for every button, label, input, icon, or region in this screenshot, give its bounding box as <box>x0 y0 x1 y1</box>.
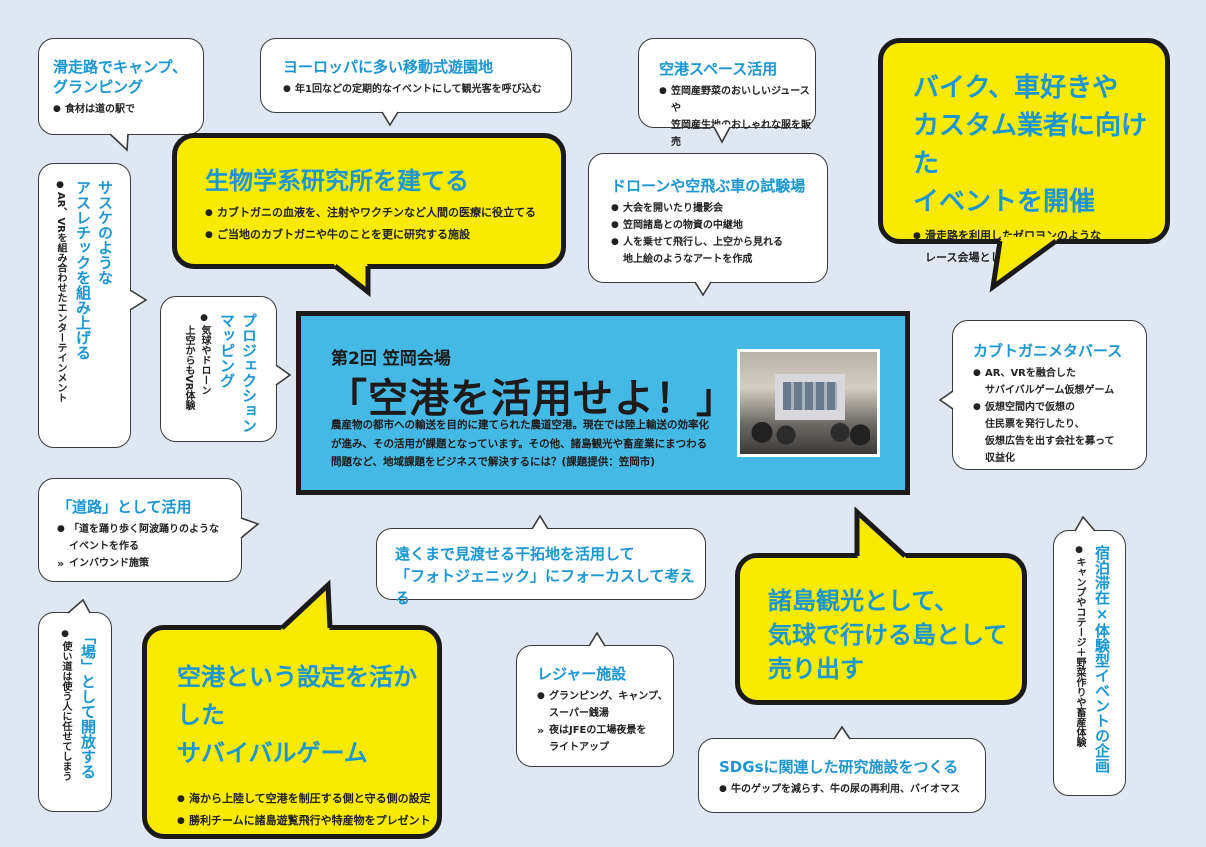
bullet-item: 笠岡産野菜のおいしいジュースや 笠岡産生地のおしゃれな服を販売 <box>659 83 815 151</box>
bubble-title: プロジェクション マッピング <box>218 313 258 433</box>
bubble-title: 滑走路でキャンプ、 グランピング <box>53 58 188 96</box>
bullet-item: 人を乗せて飛行し、上空から見れる 地上絵のようなアートを作成 <box>611 234 827 268</box>
bullet-item: 気球やドローン 上空からもVR体験 <box>180 313 212 441</box>
bubble-europe: ヨーロッパに多い移動式遊園地 年1回などの定期的なイベントにして観光客を呼び込む <box>260 38 572 113</box>
bullet-item: 使い道は使う人に任せてしまう <box>57 629 73 811</box>
bubble-leisure: レジャー施設 グランピング、キャンプ、 スーパー銭湯夜はJFEの工場夜景を ライ… <box>516 645 674 767</box>
bubble-bike: バイク、車好きや カスタム業者に向けた イベントを開催 滑走路を利用したゼロヨン… <box>878 38 1170 264</box>
bullet-item: AR、VRを融合した サバイバルゲーム仮想ゲーム <box>973 365 1146 399</box>
bubble-title: 諸島観光として、 気球で行ける島として 売り出す <box>768 587 1008 683</box>
bullet-item: 勝利チームに諸島遊覧飛行や特産物をプレゼント <box>177 810 437 832</box>
bubble-title: ドローンや空飛ぶ車の試験場 <box>611 177 806 195</box>
arrow-item: インバウンド施策 <box>57 555 241 572</box>
bullet-item: 海から上陸して空港を制圧する側と守る側の設定 <box>177 788 437 810</box>
bubble-title: 空港という設定を活かした サバイバルゲーム <box>177 663 417 767</box>
bubble-drone: ドローンや空飛ぶ車の試験場 大会を開いたり撮影会笠岡諸島との物資の中継地人を乗せ… <box>588 153 828 283</box>
bullet-item: カブトガニの血液を、注射やワクチンなど人間の医療に役立てる <box>205 202 561 224</box>
bullet-item: 食材は道の駅で <box>53 101 203 118</box>
bubble-space: 空港スペース活用 笠岡産野菜のおいしいジュースや 笠岡産生地のおしゃれな服を販売 <box>638 38 816 148</box>
central-panel: 第2回 笠岡会場 「空港を活用せよ！」 農産物の都市への輸送を目的に建てられた農… <box>296 311 910 495</box>
bubble-title: 遠くまで見渡せる干拓地を活用して 「フォトジェニック」にフォーカスして考える <box>395 545 695 607</box>
bubble-title: 宿泊滞在×体験型イベントの企画 <box>1093 545 1111 773</box>
bullet-item: ご当地のカブトガニや牛のことを更に研究する施設 <box>205 224 561 246</box>
bubble-camp: 滑走路でキャンプ、 グランピング 食材は道の駅で <box>38 38 204 135</box>
bubble-title: カブトガニメタバース <box>973 342 1123 360</box>
projector-screen <box>775 374 845 420</box>
bubble-title: レジャー施設 <box>537 665 627 683</box>
bubble-bio: 生物学系研究所を建てる カブトガニの血液を、注射やワクチンなど人間の医療に役立て… <box>172 133 566 269</box>
bubble-place: 「場」として開放する 使い道は使う人に任せてしまう <box>38 612 112 812</box>
bullet-item: AR、VRを組み合わせたエンターテインメント <box>52 180 68 447</box>
people <box>750 422 870 448</box>
bubble-islands: 諸島観光として、 気球で行ける島として 売り出す <box>735 553 1027 705</box>
bubble-title: 「道路」として活用 <box>57 498 192 516</box>
arrow-item: 夜はJFEの工場夜景を ライトアップ <box>537 722 673 756</box>
bubble-road: 「道路」として活用 「道を踊り歩く阿波踊りのような イベントを作るインバウンド施… <box>38 478 242 582</box>
central-description: 農産物の都市への輸送を目的に建てられた農道空港。現在では陸上輸送の効率化が進み、… <box>331 419 709 468</box>
bubble-title: 空港スペース活用 <box>659 60 778 78</box>
bubble-sasuke: サスケのような アスレチックを組み上げる AR、VRを組み合わせたエンターテイン… <box>38 163 131 448</box>
bubble-photogenic: 遠くまで見渡せる干拓地を活用して 「フォトジェニック」にフォーカスして考える <box>376 528 706 607</box>
central-subtitle: 第2回 笠岡会場 <box>331 349 451 369</box>
bubble-survival: 空港という設定を活かした サバイバルゲーム 海から上陸して空港を制圧する側と守る… <box>142 625 442 839</box>
bubble-title: サスケのような アスレチックを組み上げる <box>74 180 114 360</box>
bubble-title: 「場」として開放する <box>79 629 97 779</box>
bullet-item: キャンプやコテージ＋野菜作りや畜産体験 <box>1071 545 1087 795</box>
central-title: 「空港を活用せよ！」 <box>327 376 737 422</box>
bullet-item: 年1回などの定期的なイベントにして観光客を呼び込む <box>283 81 571 98</box>
bubble-projection: プロジェクション マッピング 気球やドローン 上空からもVR体験 <box>160 296 277 442</box>
bubble-stay: 宿泊滞在×体験型イベントの企画 キャンプやコテージ＋野菜作りや畜産体験 <box>1053 530 1126 796</box>
bubble-title: バイク、車好きや カスタム業者に向けた イベントを開催 <box>913 73 1148 217</box>
bullet-item: 大会を開いたり撮影会 <box>611 200 827 217</box>
bullet-item: グランピング、キャンプ、 スーパー銭湯 <box>537 688 673 722</box>
bubble-metaverse: カブトガニメタバース AR、VRを融合した サバイバルゲーム仮想ゲーム仮想空間内… <box>952 320 1147 470</box>
bubble-sdgs: SDGsに関連した研究施設をつくる 牛のゲップを減らす、牛の尿の再利用、バイオマ… <box>698 738 986 813</box>
bubble-title: SDGsに関連した研究施設をつくる <box>719 758 959 776</box>
bullet-item: 笠岡諸島との物資の中継地 <box>611 217 827 234</box>
bullet-item: 仮想空間内で仮想の 住民票を発行したり、 仮想広告を出す会社を募って 収益化 <box>973 399 1146 467</box>
bullet-item: 「道を踊り歩く阿波踊りのような イベントを作る <box>57 521 241 555</box>
bubble-title: 生物学系研究所を建てる <box>205 167 469 195</box>
group-photo <box>737 349 880 457</box>
bullet-item: 牛のゲップを減らす、牛の尿の再利用、バイオマス <box>719 781 985 798</box>
bullet-item: 滑走路を利用したゼロヨンのような レース会場として <box>913 225 1165 269</box>
bubble-title: ヨーロッパに多い移動式遊園地 <box>283 58 494 76</box>
